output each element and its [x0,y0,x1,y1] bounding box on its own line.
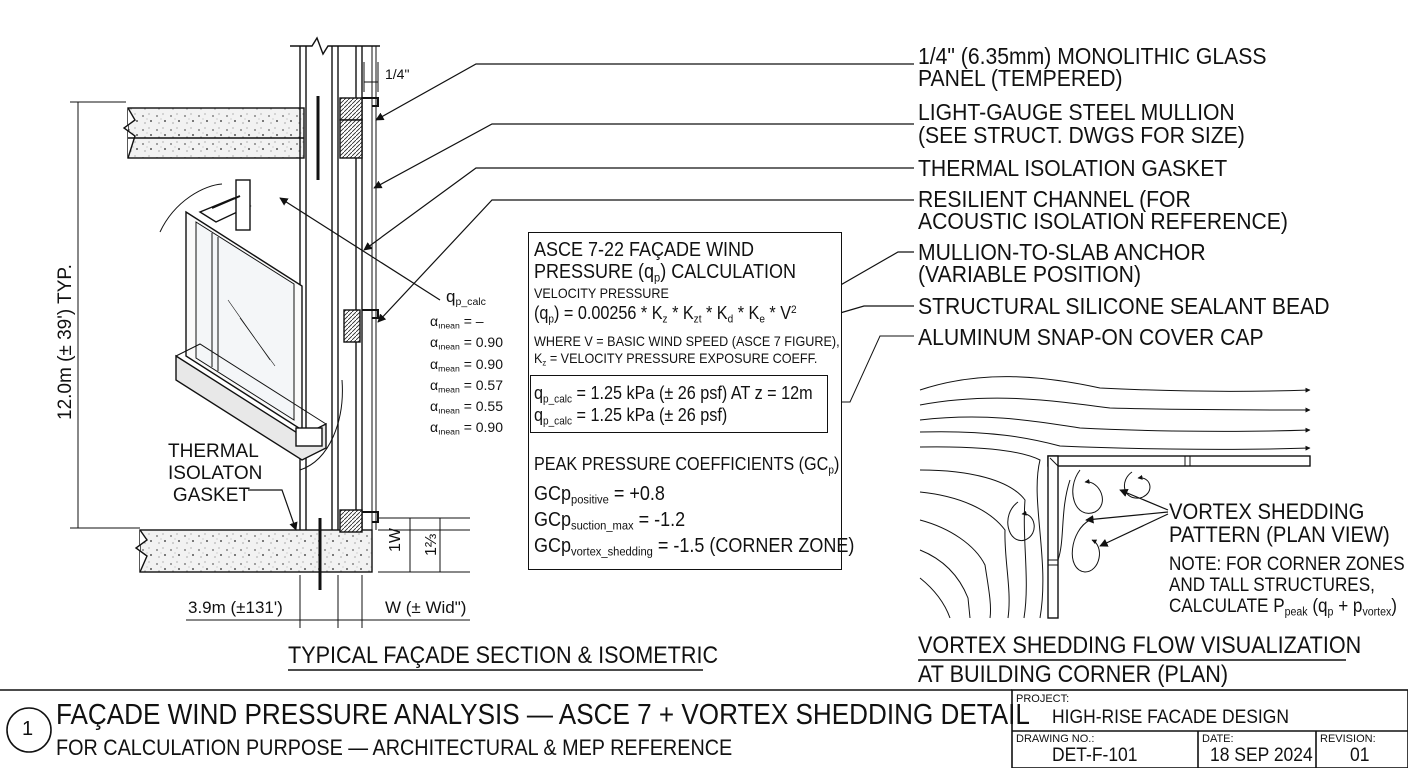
result-box [530,375,828,433]
upper-slab [127,107,305,159]
drawing-title: FAÇADE WIND PRESSURE ANALYSIS — ASCE 7 +… [56,699,1030,731]
callout-channel-1: RESILIENT CHANNEL (FOR [918,186,1191,212]
vortex-plan [919,376,1311,619]
calc-title-line-1: ASCE 7-22 FAÇADE WIND [534,239,755,261]
peak-coefficients-title: PEAK PRESSURE COEFFICIENTS (GCp) [534,454,840,477]
date-label: DATE: [1202,733,1234,745]
project-label: PROJECT: [1016,693,1070,705]
isometric-panel [159,179,343,471]
vortex-note-1: NOTE: FOR CORNER ZONES [1169,554,1405,575]
alpha-subscript: ınean [438,341,460,352]
velocity-formula: (qp) = 0.00256 * Kz * Kzt * Kd * Ke * V2 [534,303,797,326]
section-caption: TYPICAL FAÇADE SECTION & ISOMETRIC [288,642,719,669]
result-line-1: qp_calc = 1.25 kPa (± 26 psf) AT z = 12m [534,383,813,406]
alpha-row: αınean = 0.55 [430,398,504,416]
callout-cover-cap: ALUMINUM SNAP-ON COVER CAP [918,324,1264,350]
vortex-note-3: CALCULATE Ppeak (qp + pvortex) [1169,596,1397,619]
vortex-note-2: AND TALL STRUCTURES, [1169,575,1375,596]
gcp-suction: GCpsuction_max = -1.2 [534,509,686,533]
title-block-frame [0,689,1408,768]
lower-slab [139,529,373,573]
callout-sealant: STRUCTURAL SILICONE SEALANT BEAD [918,293,1330,319]
calc-title-line-2: PRESSURE (qp) CALCULATION [534,262,796,284]
alpha-subscript: mean [438,384,460,395]
project-name: HIGH-RISE FACADE DESIGN [1052,707,1290,728]
alpha-row: αmean = 0.57 [430,376,504,395]
alpha-list: αınean = – αınean = 0.90 αmean = 0.90 αm… [430,314,503,437]
vortex-caption-1: VORTEX SHEDDING FLOW VISUALIZATION [918,632,1362,659]
gasket-label-line-1: THERMAL [168,441,259,462]
dimension-1w: 1W [387,528,404,552]
vortex-label-1: VORTEX SHEDDING [1169,499,1365,524]
vortex-caption-2: AT BUILDING CORNER (PLAN) [918,661,1229,688]
width-dimension: W (± Wid") [385,598,467,617]
alpha-row: αınean = 0.90 [430,419,504,437]
gcp-positive: GCppositive = +0.8 [534,483,665,507]
q-calc-label: qp_calc [446,287,486,309]
alpha-value: = 0.55 [463,398,504,415]
calc-title-part: ) CALCULATION [660,261,796,283]
callout-anchor-2: (VARIABLE POSITION) [918,261,1142,287]
alpha-subscript: mean [438,363,460,374]
alpha-value: = 0.90 [463,419,504,436]
drawing-date: 18 SEP 2024 [1210,745,1313,766]
alpha-subscript: ınean [438,427,460,437]
gasket-label: THERMAL ISOLATON GASKET [168,441,262,507]
alpha-value: = 0.57 [463,376,504,393]
detail-number-circle [6,707,52,753]
alpha-row: αınean = 0.90 [430,334,504,352]
drawing-subtitle: FOR CALCULATION PURPOSE — ARCHITECTURAL … [56,735,733,760]
detail-number: 1 [22,718,34,740]
callout-glass-2: PANEL (TEMPERED) [918,65,1123,91]
bottom-dimension: 3.9m (±131') [188,598,283,617]
alpha-row: αınean = – [430,313,484,331]
alpha-value: = 0.90 [463,334,504,351]
revision-label: REVISION: [1320,733,1376,745]
callout-mullion-2: (SEE STRUCT. DWGS FOR SIZE) [918,122,1245,148]
callout-gasket: THERMAL ISOLATION GASKET [918,155,1228,181]
where-line-2: Kz = VELOCITY PRESSURE EXPOSURE COEFF. [534,350,818,368]
q-calc-subscript: p_calc [455,296,486,309]
gasket-label-line-3: GASKET [172,485,250,506]
vortex-label-2: PATTERN (PLAN VIEW) [1169,522,1390,547]
callout-channel-2: ACOUSTIC ISOLATION REFERENCE) [918,208,1288,234]
where-line-1: WHERE V = BASIC WIND SPEED (ASCE 7 FIGUR… [534,333,840,349]
calc-title-subscript: p [654,270,661,285]
velocity-pressure-label: VELOCITY PRESSURE [534,285,669,301]
drawing-no-label: DRAWING NO.: [1016,733,1095,745]
callout-anchor-1: MULLION-TO-SLAB ANCHOR [918,239,1206,265]
gasket-label-line-2: ISOLATON [168,463,263,484]
alpha-subscript: ınean [438,405,460,416]
callout-mullion-1: LIGHT-GAUGE STEEL MULLION [918,99,1235,125]
revision-number: 01 [1350,745,1370,766]
result-line-2: qp_calc = 1.25 kPa (± 26 psf) [534,405,728,428]
dimension-12: 1⅔ [423,533,440,556]
callout-glass-1: 1/4" (6.35mm) MONOLITHIC GLASS [918,43,1267,69]
gcp-vortex: GCpvortex_shedding = -1.5 (CORNER ZONE) [534,535,855,559]
glass-dimension: 1/4" [385,66,410,82]
alpha-subscript: ınean [438,320,460,331]
height-dimension: 12.0m (± 39') TYP. [55,264,76,420]
caption-underlines [288,659,1346,671]
alpha-value: = – [463,313,484,329]
alpha-row: αmean = 0.90 [430,355,504,374]
drawing-number: DET-F-101 [1052,745,1138,766]
alpha-value: = 0.90 [463,355,504,372]
calc-title-part: PRESSURE (q [534,261,655,283]
